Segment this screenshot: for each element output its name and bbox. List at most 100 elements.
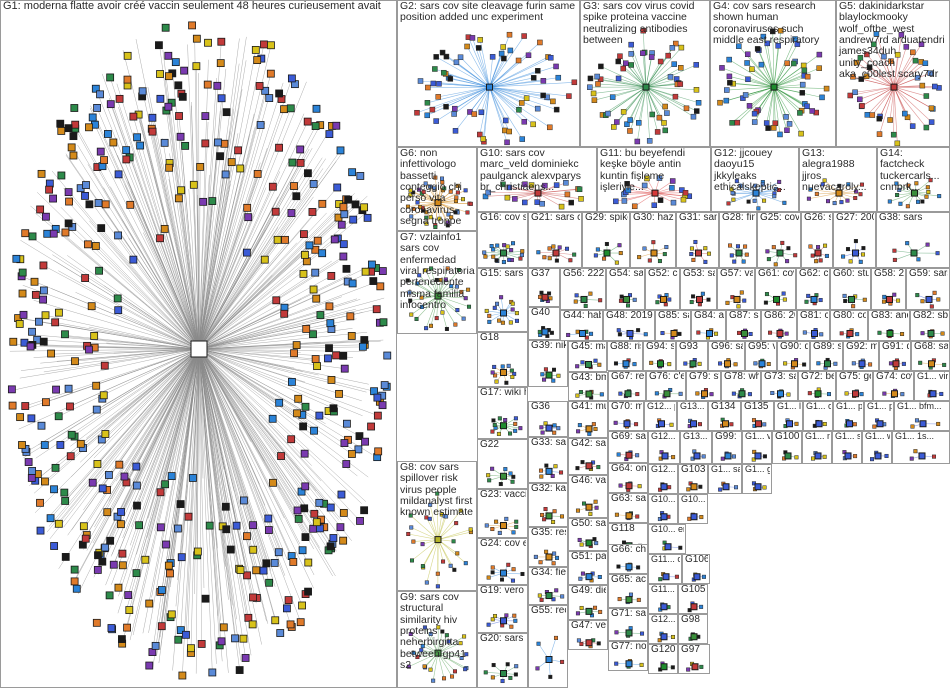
edge [58,270,200,350]
node [161,480,170,489]
node [178,671,187,680]
hub-node [545,512,553,520]
node [471,111,478,117]
node [483,670,488,675]
node [155,41,163,50]
node [70,104,79,112]
node [635,514,640,519]
node [826,199,831,204]
node [808,244,813,249]
group-graph-g89 [816,357,838,370]
node [293,506,302,515]
group-graph-g32 [540,507,565,524]
edge [20,348,200,371]
node [667,362,672,367]
edge [600,66,647,88]
node [591,422,596,427]
node [332,121,341,130]
node [271,207,280,216]
edge [168,178,200,350]
node [593,358,598,363]
node [201,139,210,148]
group-graph-g81 [802,328,824,339]
node [576,186,583,193]
node [669,45,676,51]
node [203,80,212,89]
node [417,78,424,84]
node [407,290,412,295]
edge [422,539,439,567]
node [227,158,236,167]
hub-node [541,293,549,301]
node [484,523,489,528]
node [469,35,476,41]
node [465,210,470,215]
hub-node [918,452,926,460]
node [490,617,495,622]
node [30,277,39,286]
node [751,418,756,423]
group-panel-g76: G76: c'est... [646,371,686,401]
node [204,38,212,47]
edge [893,46,907,88]
group-panel-g62: G62: cov... [796,268,830,310]
node [419,304,424,309]
node [446,639,451,644]
node [495,301,500,306]
node [409,558,414,563]
node [575,364,580,369]
node [41,311,50,320]
edge [618,78,647,88]
edge [109,77,200,350]
node [464,43,470,50]
node [539,597,544,602]
edge [198,158,326,350]
edge [645,87,653,115]
node [383,351,392,360]
edge [185,348,200,635]
node [487,478,492,483]
node [45,185,54,194]
node [736,43,742,49]
node [491,247,496,252]
hub-node [852,390,859,398]
node [96,147,105,156]
edge [489,56,493,88]
edge [159,348,200,638]
edge [180,348,200,631]
edge [152,131,200,350]
node [625,187,632,194]
node [304,169,312,178]
node [39,286,48,295]
edge [190,101,200,350]
group-graph-g79 [695,388,714,399]
node [513,421,518,426]
edge [198,171,281,350]
node [174,81,183,90]
group-panel-g37: G37 [528,268,560,307]
node [136,141,145,150]
node [421,189,426,194]
edge [198,203,323,350]
node [171,58,180,67]
node [125,606,134,614]
edge [186,348,200,658]
node [505,244,510,249]
node [784,127,790,134]
group-panel-g1k: G1... sar... [832,431,862,464]
node [536,641,541,646]
node [208,668,217,677]
node [897,187,902,192]
node [348,279,357,288]
node [232,521,241,530]
node [504,516,509,521]
node [905,241,910,246]
group-panel-g89: G89: sars [810,341,843,371]
edge [645,57,652,88]
node [276,629,285,637]
edge [198,348,205,589]
node [243,532,251,541]
edge [95,88,200,350]
node [448,563,453,568]
edge [489,86,525,123]
